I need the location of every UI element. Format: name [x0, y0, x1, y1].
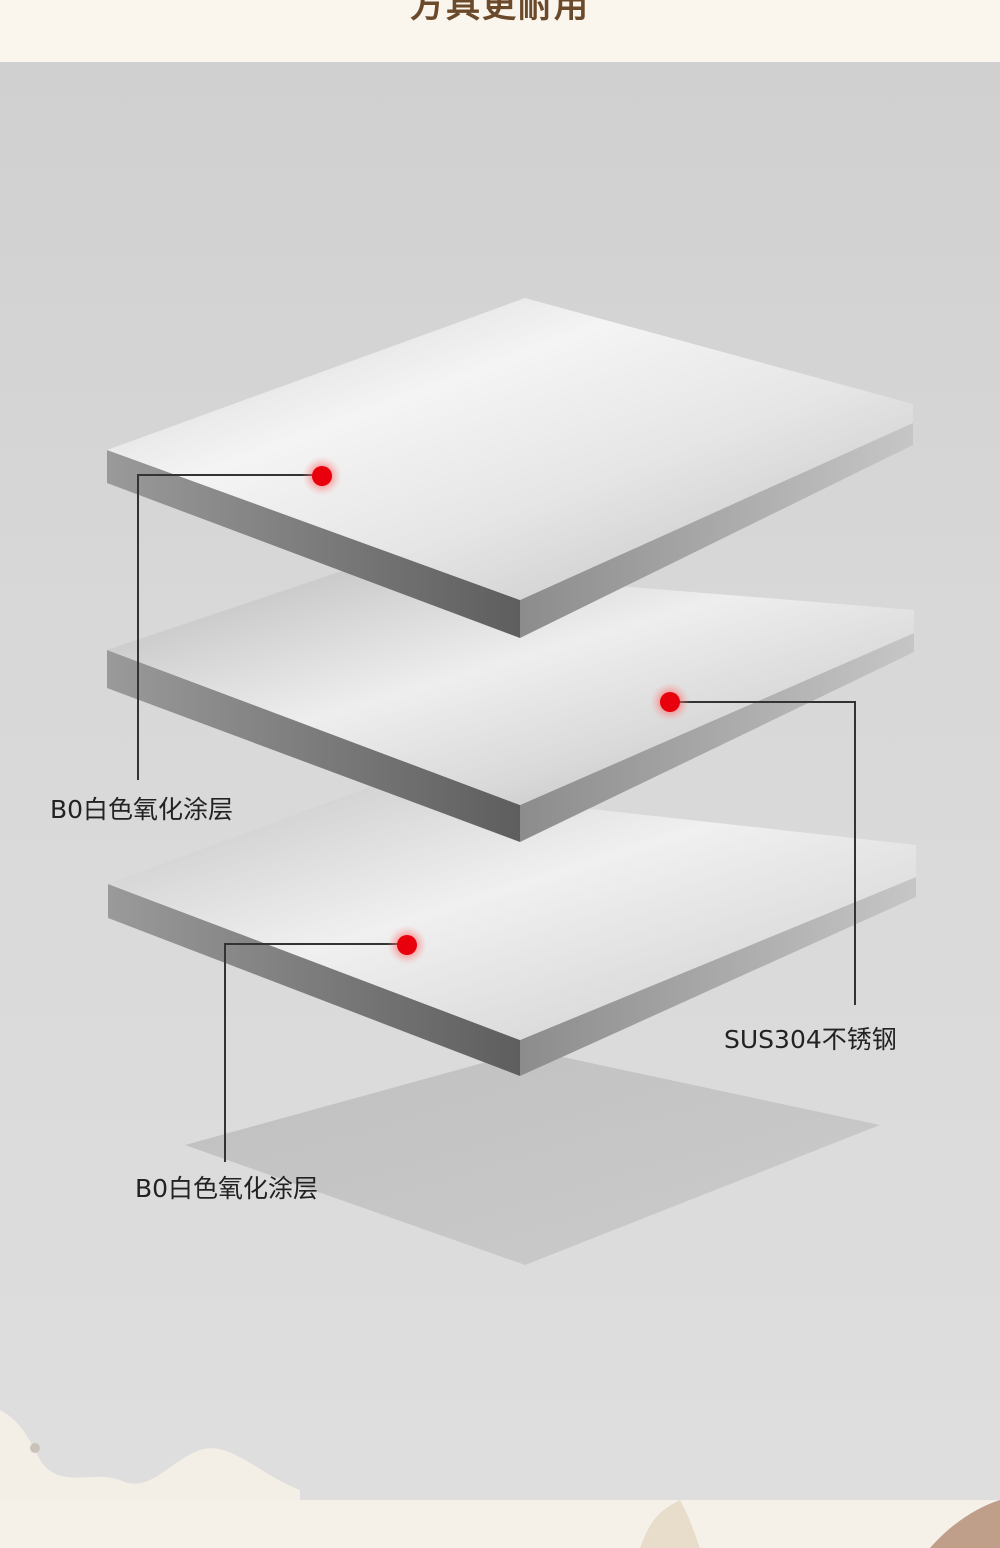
- layer-label-middle: SUS304不锈钢: [724, 1025, 897, 1054]
- marker-bottom: [387, 925, 427, 965]
- footer-decoration: [0, 1410, 1000, 1548]
- marker-middle: [650, 682, 690, 722]
- leader-line-middle: [670, 701, 856, 1005]
- leader-line-bottom: [224, 943, 405, 1162]
- marker-top: [302, 456, 342, 496]
- page-title: 方具更耐用: [410, 0, 590, 26]
- middle-plate: [107, 565, 914, 842]
- top-plate: [107, 298, 913, 638]
- header-banner: 方具更耐用: [0, 0, 1000, 62]
- layer-label-top: B0白色氧化涂层: [50, 795, 234, 824]
- floor-shadow: [185, 1050, 880, 1265]
- leader-line-top: [137, 474, 320, 780]
- bottom-plate: [108, 785, 916, 1076]
- layer-label-bottom: B0白色氧化涂层: [135, 1174, 319, 1203]
